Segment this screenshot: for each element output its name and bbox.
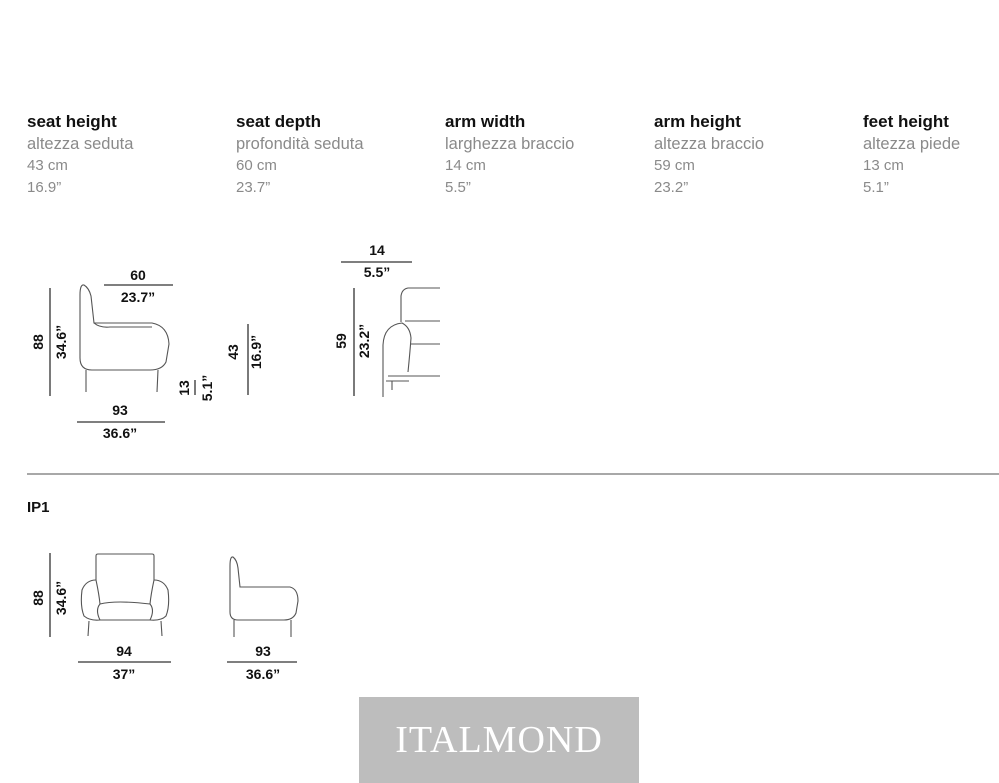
dim-arm-width-in: 5.5” xyxy=(364,264,390,280)
spec-subtitle: altezza seduta xyxy=(27,135,134,153)
spec-inch: 23.7” xyxy=(236,179,271,196)
spec-cm: 14 cm xyxy=(445,157,486,174)
spec-subtitle: altezza piede xyxy=(863,135,961,153)
dim-height-in: 34.6” xyxy=(53,325,69,359)
dim-feet-cm: 13 xyxy=(176,380,192,396)
watermark-logo: ITALMOND xyxy=(359,697,639,783)
spec-subtitle: altezza braccio xyxy=(654,135,765,153)
front-height-cm: 88 xyxy=(30,590,46,606)
front-view-dimensions xyxy=(49,553,171,663)
side-view-dimensions xyxy=(49,284,249,423)
dim-seat-height-cm: 43 xyxy=(225,344,241,360)
model-code: IP1 xyxy=(27,499,50,516)
side-depth-in: 36.6” xyxy=(246,666,280,682)
spec-title: feet height xyxy=(863,112,949,131)
spec-cm: 13 cm xyxy=(863,157,904,174)
spec-seat-height: seat height altezza seduta 43 cm 16.9” xyxy=(27,111,227,199)
dim-arm-width-cm: 14 xyxy=(369,242,385,258)
dim-depth-cm: 93 xyxy=(112,402,128,418)
spec-arm-width: arm width larghezza braccio 14 cm 5.5” xyxy=(445,111,645,199)
dim-feet-in: 5.1” xyxy=(199,375,215,401)
spec-subtitle: profondità seduta xyxy=(236,135,364,153)
front-width-in: 37” xyxy=(113,666,136,682)
spec-inch: 16.9” xyxy=(27,179,62,196)
spec-title: arm width xyxy=(445,112,526,131)
spec-inch: 5.1” xyxy=(863,179,889,196)
front-height-in: 34.6” xyxy=(53,581,69,615)
spec-title: arm height xyxy=(654,112,741,131)
front-view-chair xyxy=(80,553,170,637)
side-view-small-chair xyxy=(229,556,299,637)
spec-arm-height: arm height altezza braccio 59 cm 23.2” xyxy=(654,111,854,199)
spec-subtitle: larghezza braccio xyxy=(445,135,575,153)
dim-depth-in: 36.6” xyxy=(103,425,137,441)
arm-detail-dimensions xyxy=(341,261,412,396)
spec-inch: 5.5” xyxy=(445,179,471,196)
side-depth-cm: 93 xyxy=(255,643,271,659)
dim-seat-depth-cm: 60 xyxy=(130,267,146,283)
dim-seat-depth-in: 23.7” xyxy=(121,289,155,305)
side-view-chair xyxy=(79,284,170,393)
spec-cm: 60 cm xyxy=(236,157,277,174)
dim-height-cm: 88 xyxy=(30,334,46,350)
dim-seat-height-in: 16.9” xyxy=(248,335,264,369)
spec-feet-height: feet height altezza piede 13 cm 5.1” xyxy=(863,111,993,199)
spec-cm: 43 cm xyxy=(27,157,68,174)
spec-inch: 23.2” xyxy=(654,179,689,196)
arm-detail-drawing xyxy=(382,287,440,397)
spec-title: seat height xyxy=(27,112,117,131)
dim-arm-height-cm: 59 xyxy=(333,333,349,349)
spec-title: seat depth xyxy=(236,112,322,131)
watermark-text: ITALMOND xyxy=(395,719,603,761)
spec-seat-depth: seat depth profondità seduta 60 cm 23.7” xyxy=(236,111,436,199)
dim-arm-height-in: 23.2” xyxy=(356,324,372,358)
front-width-cm: 94 xyxy=(116,643,132,659)
spec-cm: 59 cm xyxy=(654,157,695,174)
